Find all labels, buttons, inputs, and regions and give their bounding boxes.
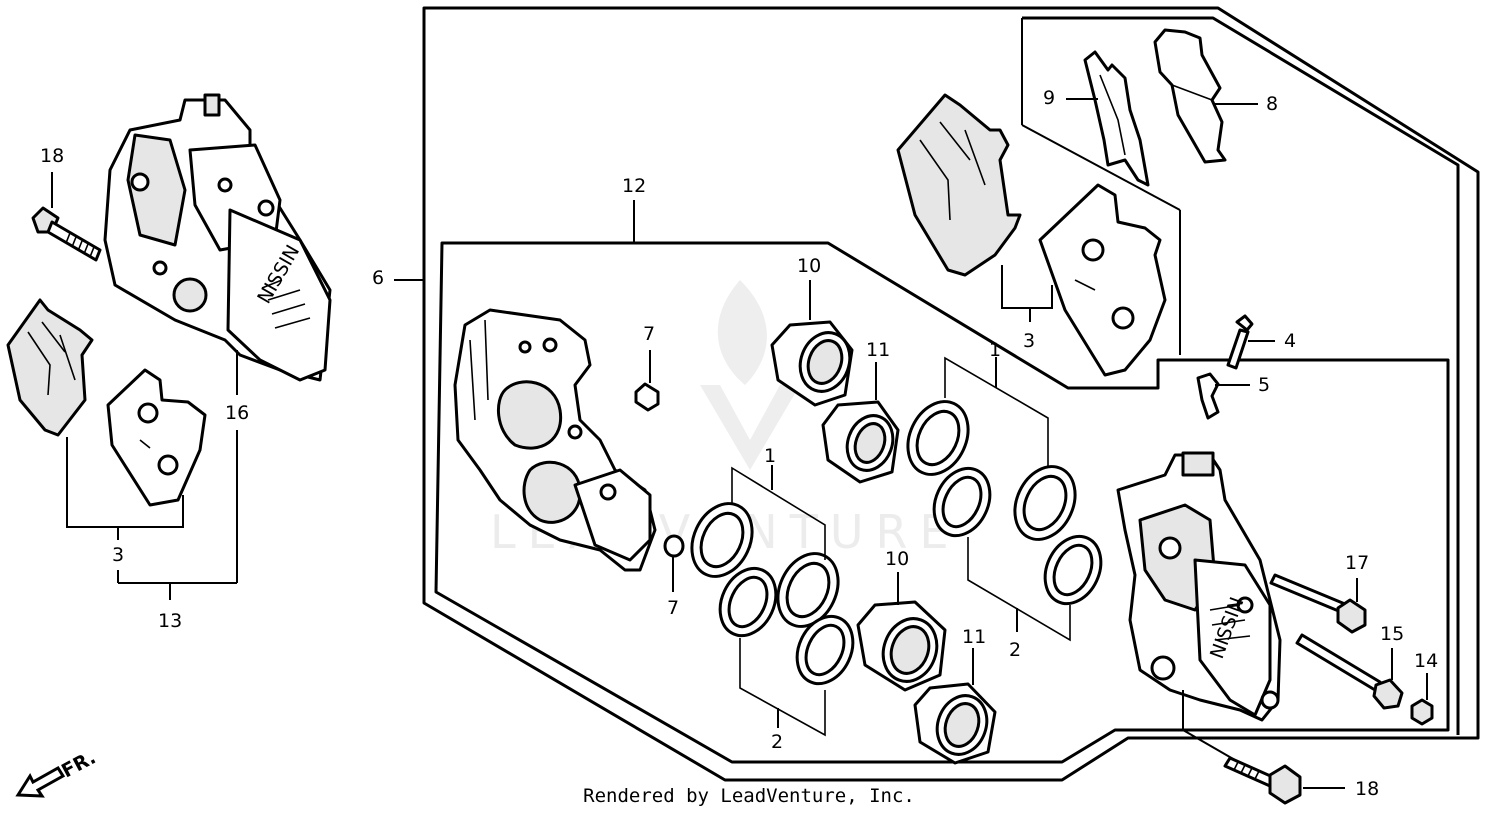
- label-11-lower: 11: [962, 626, 986, 648]
- label-6: 6: [372, 267, 384, 289]
- seal-7-lower: [663, 534, 685, 558]
- label-5: 5: [1258, 374, 1270, 396]
- brake-pad-left-a: [6, 298, 94, 437]
- label-18-right: 18: [1355, 778, 1379, 800]
- caliper-body-outer-half: NISSIN: [1116, 451, 1282, 722]
- piston-10-lower: [856, 600, 947, 692]
- piston-11-lower: [913, 682, 997, 765]
- bolt-17: [1269, 573, 1367, 634]
- seal-rings-upper-right: [906, 400, 1103, 606]
- brake-pad-upper-b: [1038, 183, 1167, 377]
- brake-pad-upper-a: [896, 93, 1022, 277]
- piston-10-upper: [770, 320, 854, 407]
- label-11-upper: 11: [866, 339, 890, 361]
- brake-pad-left-b: [106, 368, 207, 507]
- assembly-outline-6: [422, 6, 1480, 782]
- label-3-upper: 3: [1023, 330, 1035, 352]
- label-1-left: 1: [764, 445, 776, 467]
- label-9: 9: [1043, 87, 1055, 109]
- label-1-right: 1: [989, 339, 1001, 361]
- label-3-left: 3: [112, 544, 124, 566]
- label-8: 8: [1266, 93, 1278, 115]
- label-16: 16: [225, 402, 249, 424]
- label-7-upper: 7: [643, 323, 655, 345]
- assembly-outline-inner: [434, 241, 1450, 764]
- pad-pin-4: [1226, 314, 1254, 370]
- pad-shim-9: [1083, 50, 1150, 187]
- pin-clip-5: [1196, 372, 1220, 420]
- bolt-18-left: [31, 206, 102, 262]
- bolt-18-right: [1223, 756, 1302, 805]
- bolt-15: [1295, 633, 1404, 710]
- pad-spring-8: [1153, 28, 1227, 164]
- label-7-lower: 7: [667, 597, 679, 619]
- label-13: 13: [158, 610, 182, 632]
- label-10-lower: 10: [885, 548, 909, 570]
- label-18-left: 18: [40, 145, 64, 167]
- footer-credit: Rendered by LeadVenture, Inc.: [0, 785, 1500, 807]
- label-2-left: 2: [771, 731, 783, 753]
- label-14: 14: [1414, 650, 1438, 672]
- caliper-body-half: [453, 308, 657, 572]
- pad-group-outline: [1022, 16, 1460, 735]
- label-10-upper: 10: [797, 255, 821, 277]
- seal-7-upper: [634, 382, 660, 412]
- footer-credit-text: Rendered by LeadVenture, Inc.: [583, 785, 915, 807]
- caliper-assembly-16: NISSIN: [103, 93, 332, 382]
- label-2-right: 2: [1009, 639, 1021, 661]
- seal-rings-lower-left: [690, 502, 855, 686]
- label-12: 12: [622, 175, 646, 197]
- label-15: 15: [1380, 623, 1404, 645]
- label-4: 4: [1284, 330, 1296, 352]
- piston-11-upper: [821, 400, 900, 484]
- label-17: 17: [1345, 552, 1369, 574]
- nut-14: [1410, 698, 1434, 726]
